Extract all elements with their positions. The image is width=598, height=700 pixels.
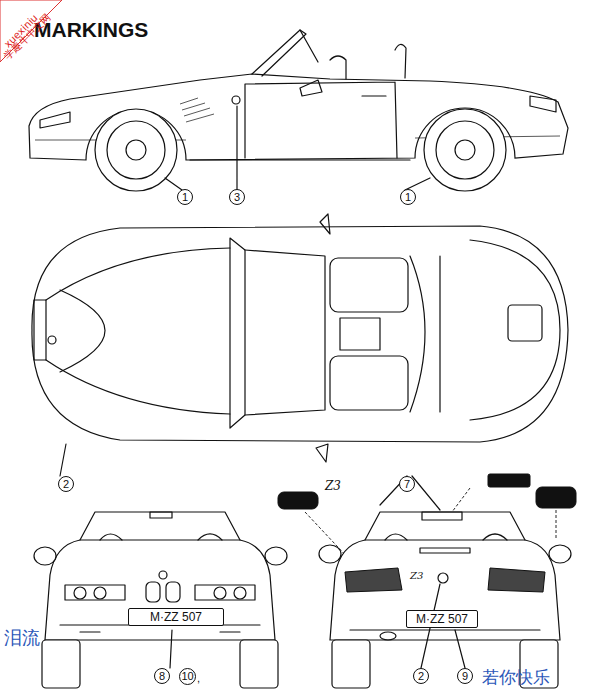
rear-view <box>319 476 571 688</box>
separator: , <box>197 672 200 684</box>
callout-number: 1 <box>177 189 193 205</box>
front-view <box>34 512 287 688</box>
callout-number: 2 <box>413 668 429 684</box>
callout-number: 7 <box>399 476 415 492</box>
license-plate: M·ZZ 507 <box>406 610 478 628</box>
node-text: 1 <box>182 191 188 203</box>
decal-text: Z3 <box>410 570 423 581</box>
decal-text: Z3 <box>325 480 341 493</box>
callout-number: 1 <box>400 189 416 205</box>
callout-number: 3 <box>229 189 245 205</box>
side-view <box>29 30 568 191</box>
node-text: 7 <box>404 478 410 490</box>
light-decal <box>488 474 530 487</box>
node-text: 2 <box>63 478 69 490</box>
node-text: 9 <box>462 670 468 682</box>
node-text: 8 <box>159 670 165 682</box>
watermark: 泪流 <box>4 628 40 648</box>
watermark: 若你快乐 <box>482 668 550 687</box>
license-plate: M·ZZ 507 <box>128 608 224 626</box>
callout-number: 9 <box>457 668 473 684</box>
callout-number: 2 <box>58 476 74 492</box>
node-text: 2 <box>418 670 424 682</box>
node-text: 3 <box>234 191 240 203</box>
mirror-decal <box>536 487 576 508</box>
node-text: 1 <box>405 191 411 203</box>
mirror-decal <box>278 492 318 509</box>
top-view <box>32 214 568 476</box>
callout-number: 8 <box>154 668 170 684</box>
node-text: M·ZZ 507 <box>150 610 202 624</box>
node-text: M·ZZ 507 <box>416 612 468 626</box>
callout-number: 10 <box>179 668 196 685</box>
title: MARKINGS <box>34 18 148 42</box>
node-text: 10 <box>181 670 193 682</box>
